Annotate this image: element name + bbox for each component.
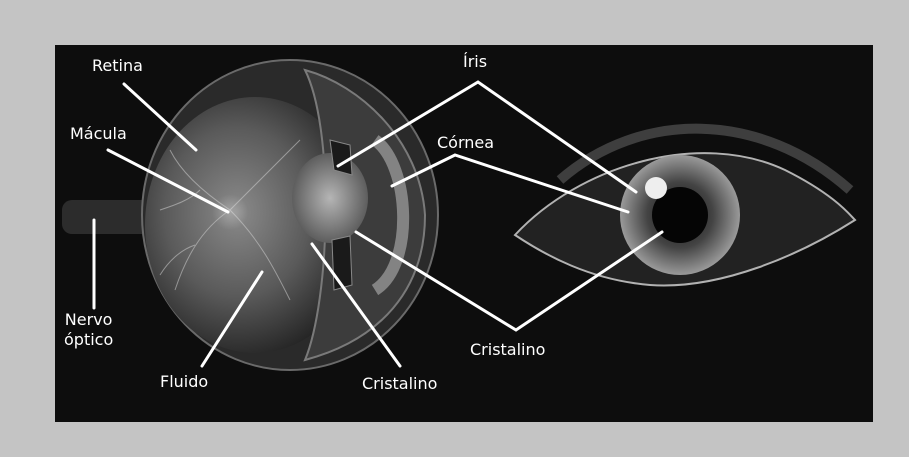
label-cristalino-left: Cristalino [362, 374, 437, 394]
iris-slat-bottom [332, 236, 352, 290]
label-cristalino-right: Cristalino [470, 340, 545, 360]
label-iris: Íris [463, 52, 487, 72]
eye-highlight [645, 177, 667, 199]
label-nervo-optico: Nervo óptico [64, 310, 113, 350]
label-macula: Mácula [70, 124, 127, 144]
lens-shape [292, 153, 368, 243]
external-eye [515, 129, 855, 286]
macula-spot [212, 194, 248, 230]
label-cornea: Córnea [437, 133, 494, 153]
label-fluido: Fluido [160, 372, 208, 392]
label-retina: Retina [92, 56, 143, 76]
